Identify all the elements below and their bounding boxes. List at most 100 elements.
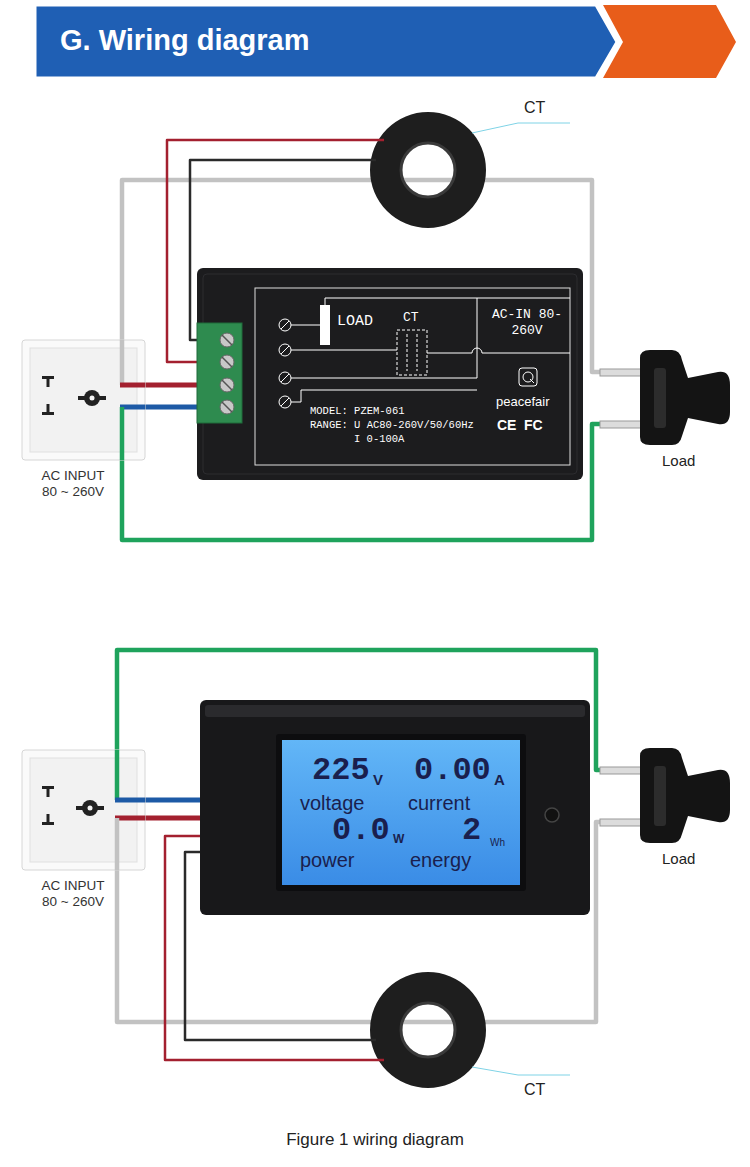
schematic-part: [291, 390, 477, 402]
wall-socket-part: [42, 786, 54, 789]
schematic-label: CT: [403, 311, 419, 324]
current-transformer-part: [368, 1039, 376, 1042]
schematic-part: [279, 319, 291, 331]
terminal-screws-part: [220, 333, 234, 347]
wire: [145, 385, 197, 386]
lcd-digits: 0.00: [414, 755, 491, 787]
current-transformer-part: [370, 112, 486, 228]
resistor-symbol: [320, 305, 330, 345]
wire-line: [145, 383, 197, 388]
lcd-screen: [282, 740, 520, 885]
wall-socket: [22, 750, 145, 870]
meter-back-part: [197, 268, 583, 480]
meter-front-part: [276, 734, 526, 891]
schematic-part: [397, 330, 427, 375]
wall-socket-part: [42, 376, 54, 379]
model-text: MODEL: PZEM-061: [310, 406, 405, 417]
wall-socket-part: [47, 814, 50, 822]
lcd-unit: W: [393, 833, 404, 845]
wall-socket-part: [42, 822, 54, 825]
meter-front-part: [200, 700, 590, 915]
load-plug: Load: [600, 350, 730, 445]
meter-front-part: [205, 705, 585, 717]
terminal-screws: [220, 333, 234, 414]
current-transformer: [368, 972, 570, 1088]
schematic-part: [523, 372, 533, 382]
current-transformer: [368, 112, 570, 228]
title: G. Wiring diagram: [60, 26, 310, 55]
wall-socket-part: [115, 750, 120, 800]
wall-socket-part: [22, 750, 145, 870]
wire: [145, 800, 200, 801]
load-plug: [600, 350, 730, 445]
load-plug-part: [640, 748, 730, 843]
schematic-part: [281, 398, 289, 406]
input-rating: AC-IN 80-260V: [491, 307, 563, 338]
wall-socket-part: [42, 412, 54, 415]
current-transformer-part: [370, 972, 486, 1088]
load-label: Load: [662, 453, 695, 468]
title-banner: [35, 5, 736, 78]
meter-back-part: [255, 288, 570, 465]
meter-back: [197, 268, 583, 480]
wall-socket-part: [90, 396, 95, 401]
figure-caption: Figure 1 wiring diagram: [0, 1131, 750, 1148]
meter-back-part: [197, 323, 242, 423]
schematic-part: [281, 346, 289, 354]
wall-socket-part: [22, 340, 145, 460]
load-label: Load: [662, 851, 695, 866]
lcd-unit: A: [494, 772, 505, 787]
screw-slots-part: [222, 335, 232, 345]
lcd-unit: Wh: [490, 838, 505, 848]
wall-socket-part: [120, 407, 125, 460]
lcd-digits: 0.0: [332, 815, 390, 847]
load-plug: Load: [600, 748, 730, 843]
banner-band: [35, 5, 617, 78]
wall-socket-part: [47, 789, 50, 797]
schematic-part: [291, 350, 397, 351]
wall-socket-part: [115, 818, 120, 870]
schematic-part: [281, 321, 289, 329]
current-transformer-part: [472, 1067, 570, 1075]
meter-display: 225Vvoltage0.00Acurrent0.0Wpower2Whenerg…: [200, 700, 590, 915]
schematic-part: [325, 298, 570, 305]
screw-slots-part: [222, 357, 232, 367]
screw-slots: [222, 335, 232, 412]
lcd-unit: V: [373, 772, 383, 787]
ct-label: CT: [524, 1082, 545, 1098]
screw-slots-part: [222, 402, 232, 412]
wire-line: [145, 816, 200, 821]
load-plug-part: [640, 350, 730, 445]
current-transformer-part: [368, 159, 376, 162]
schematic-part: [281, 374, 289, 382]
brand-name: peacefair: [496, 395, 549, 408]
meter-back-part: [203, 274, 577, 474]
schematic-part: [407, 334, 408, 371]
wire: [145, 407, 197, 408]
meter-back-panel: LOAD CT AC-IN 80-260V peacefairMODEL: PZEM-…: [197, 268, 583, 480]
lcd-label: voltage: [300, 793, 365, 813]
cert-mark: CE: [497, 418, 516, 432]
lcd-label: current: [408, 793, 470, 813]
wire-line: [145, 798, 200, 803]
load-plug-part: [654, 766, 666, 826]
schematic-part: [291, 298, 477, 378]
screw-slots-part: [222, 380, 232, 390]
wall-socket-part: [115, 798, 145, 803]
wall-socket: [22, 340, 145, 460]
lcd-digits: 225: [312, 755, 370, 787]
schematic: [279, 298, 570, 408]
current-transformer-part: [401, 1003, 455, 1057]
schematic-label: LOAD: [337, 314, 373, 329]
lcd-digits: 2: [462, 815, 481, 847]
range-text: RANGE: U AC80-260V/50/60Hz: [310, 420, 474, 431]
current-transformer-part: [368, 139, 384, 142]
schematic-part: [427, 348, 570, 353]
wall-socket-part: [76, 806, 104, 810]
schematic-part: [279, 372, 291, 384]
current-transformer-part: [401, 143, 455, 197]
wall-socket-part: [120, 383, 145, 388]
terminal-screws-part: [220, 378, 234, 392]
load-plug: [600, 748, 730, 843]
